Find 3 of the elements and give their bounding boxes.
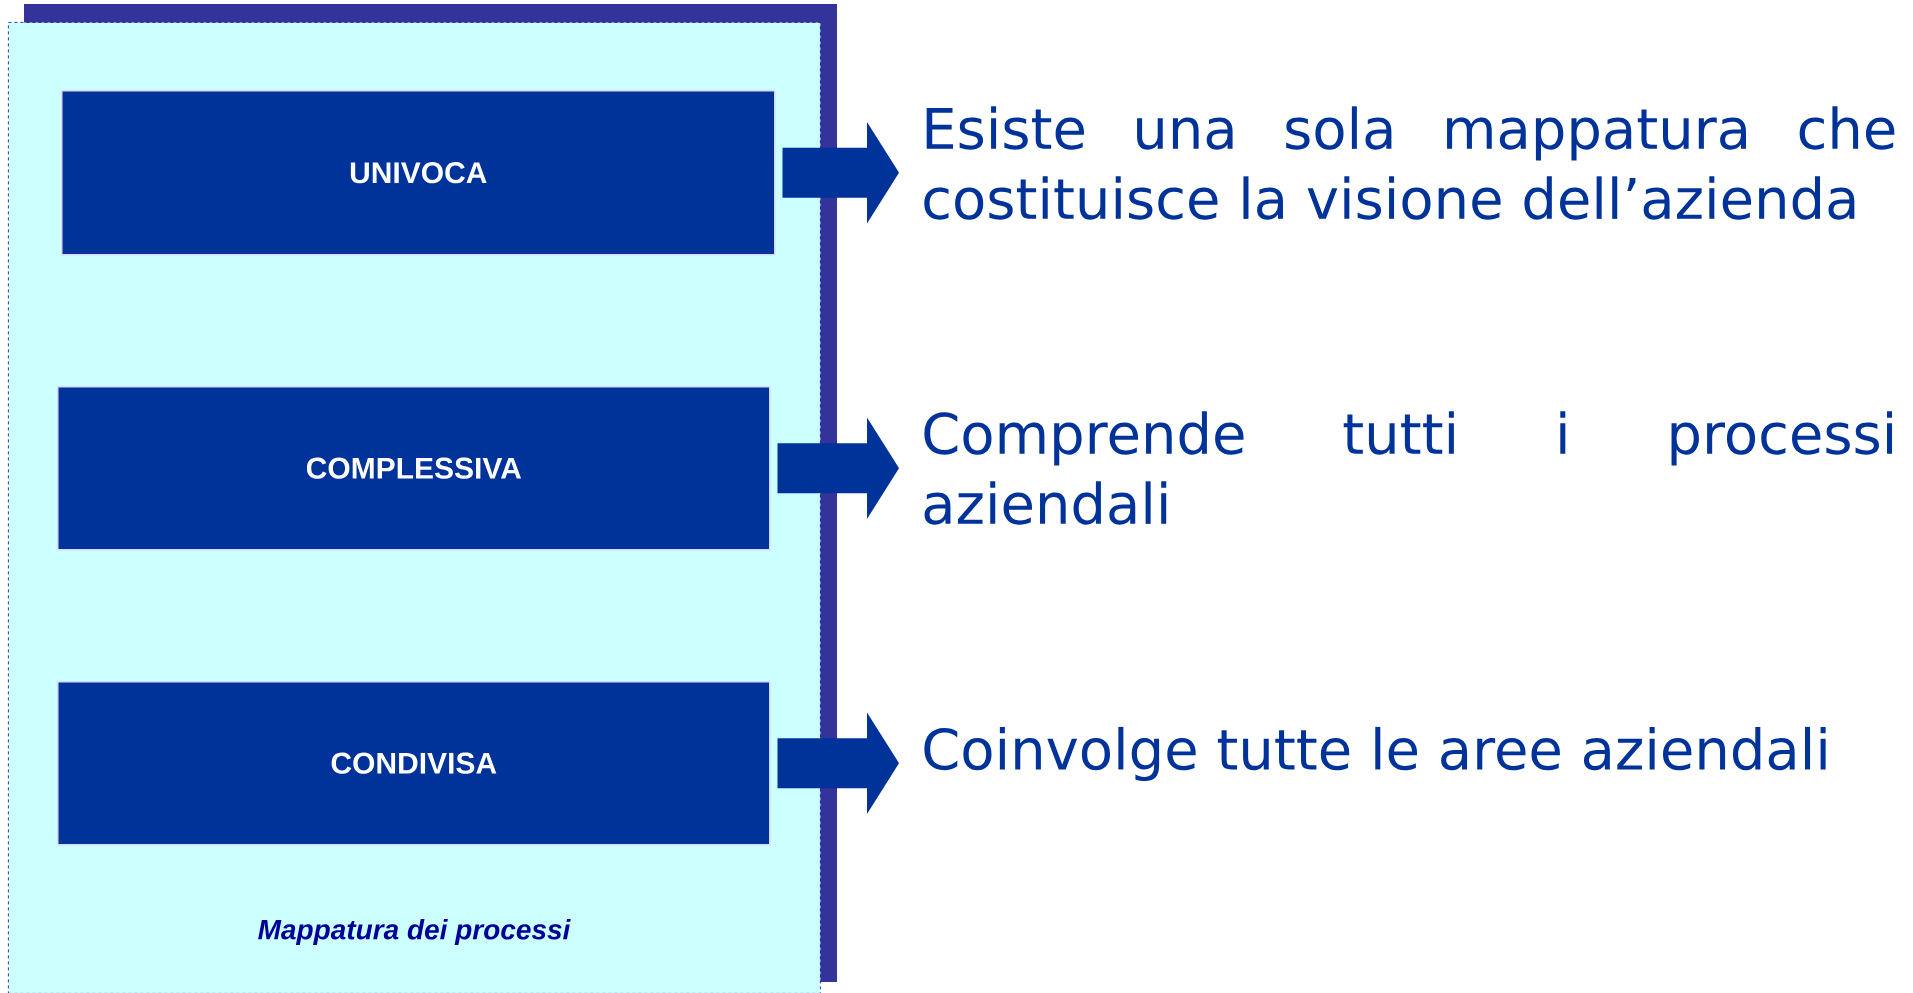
description-text: Comprende tutti i processi aziendali <box>924 411 1893 525</box>
description-text: Esiste una sola mappatura che costituisce la visione dell’azienda <box>924 106 1895 220</box>
description-text: Coinvolge tutte le aree aziendali <box>924 726 1826 782</box>
